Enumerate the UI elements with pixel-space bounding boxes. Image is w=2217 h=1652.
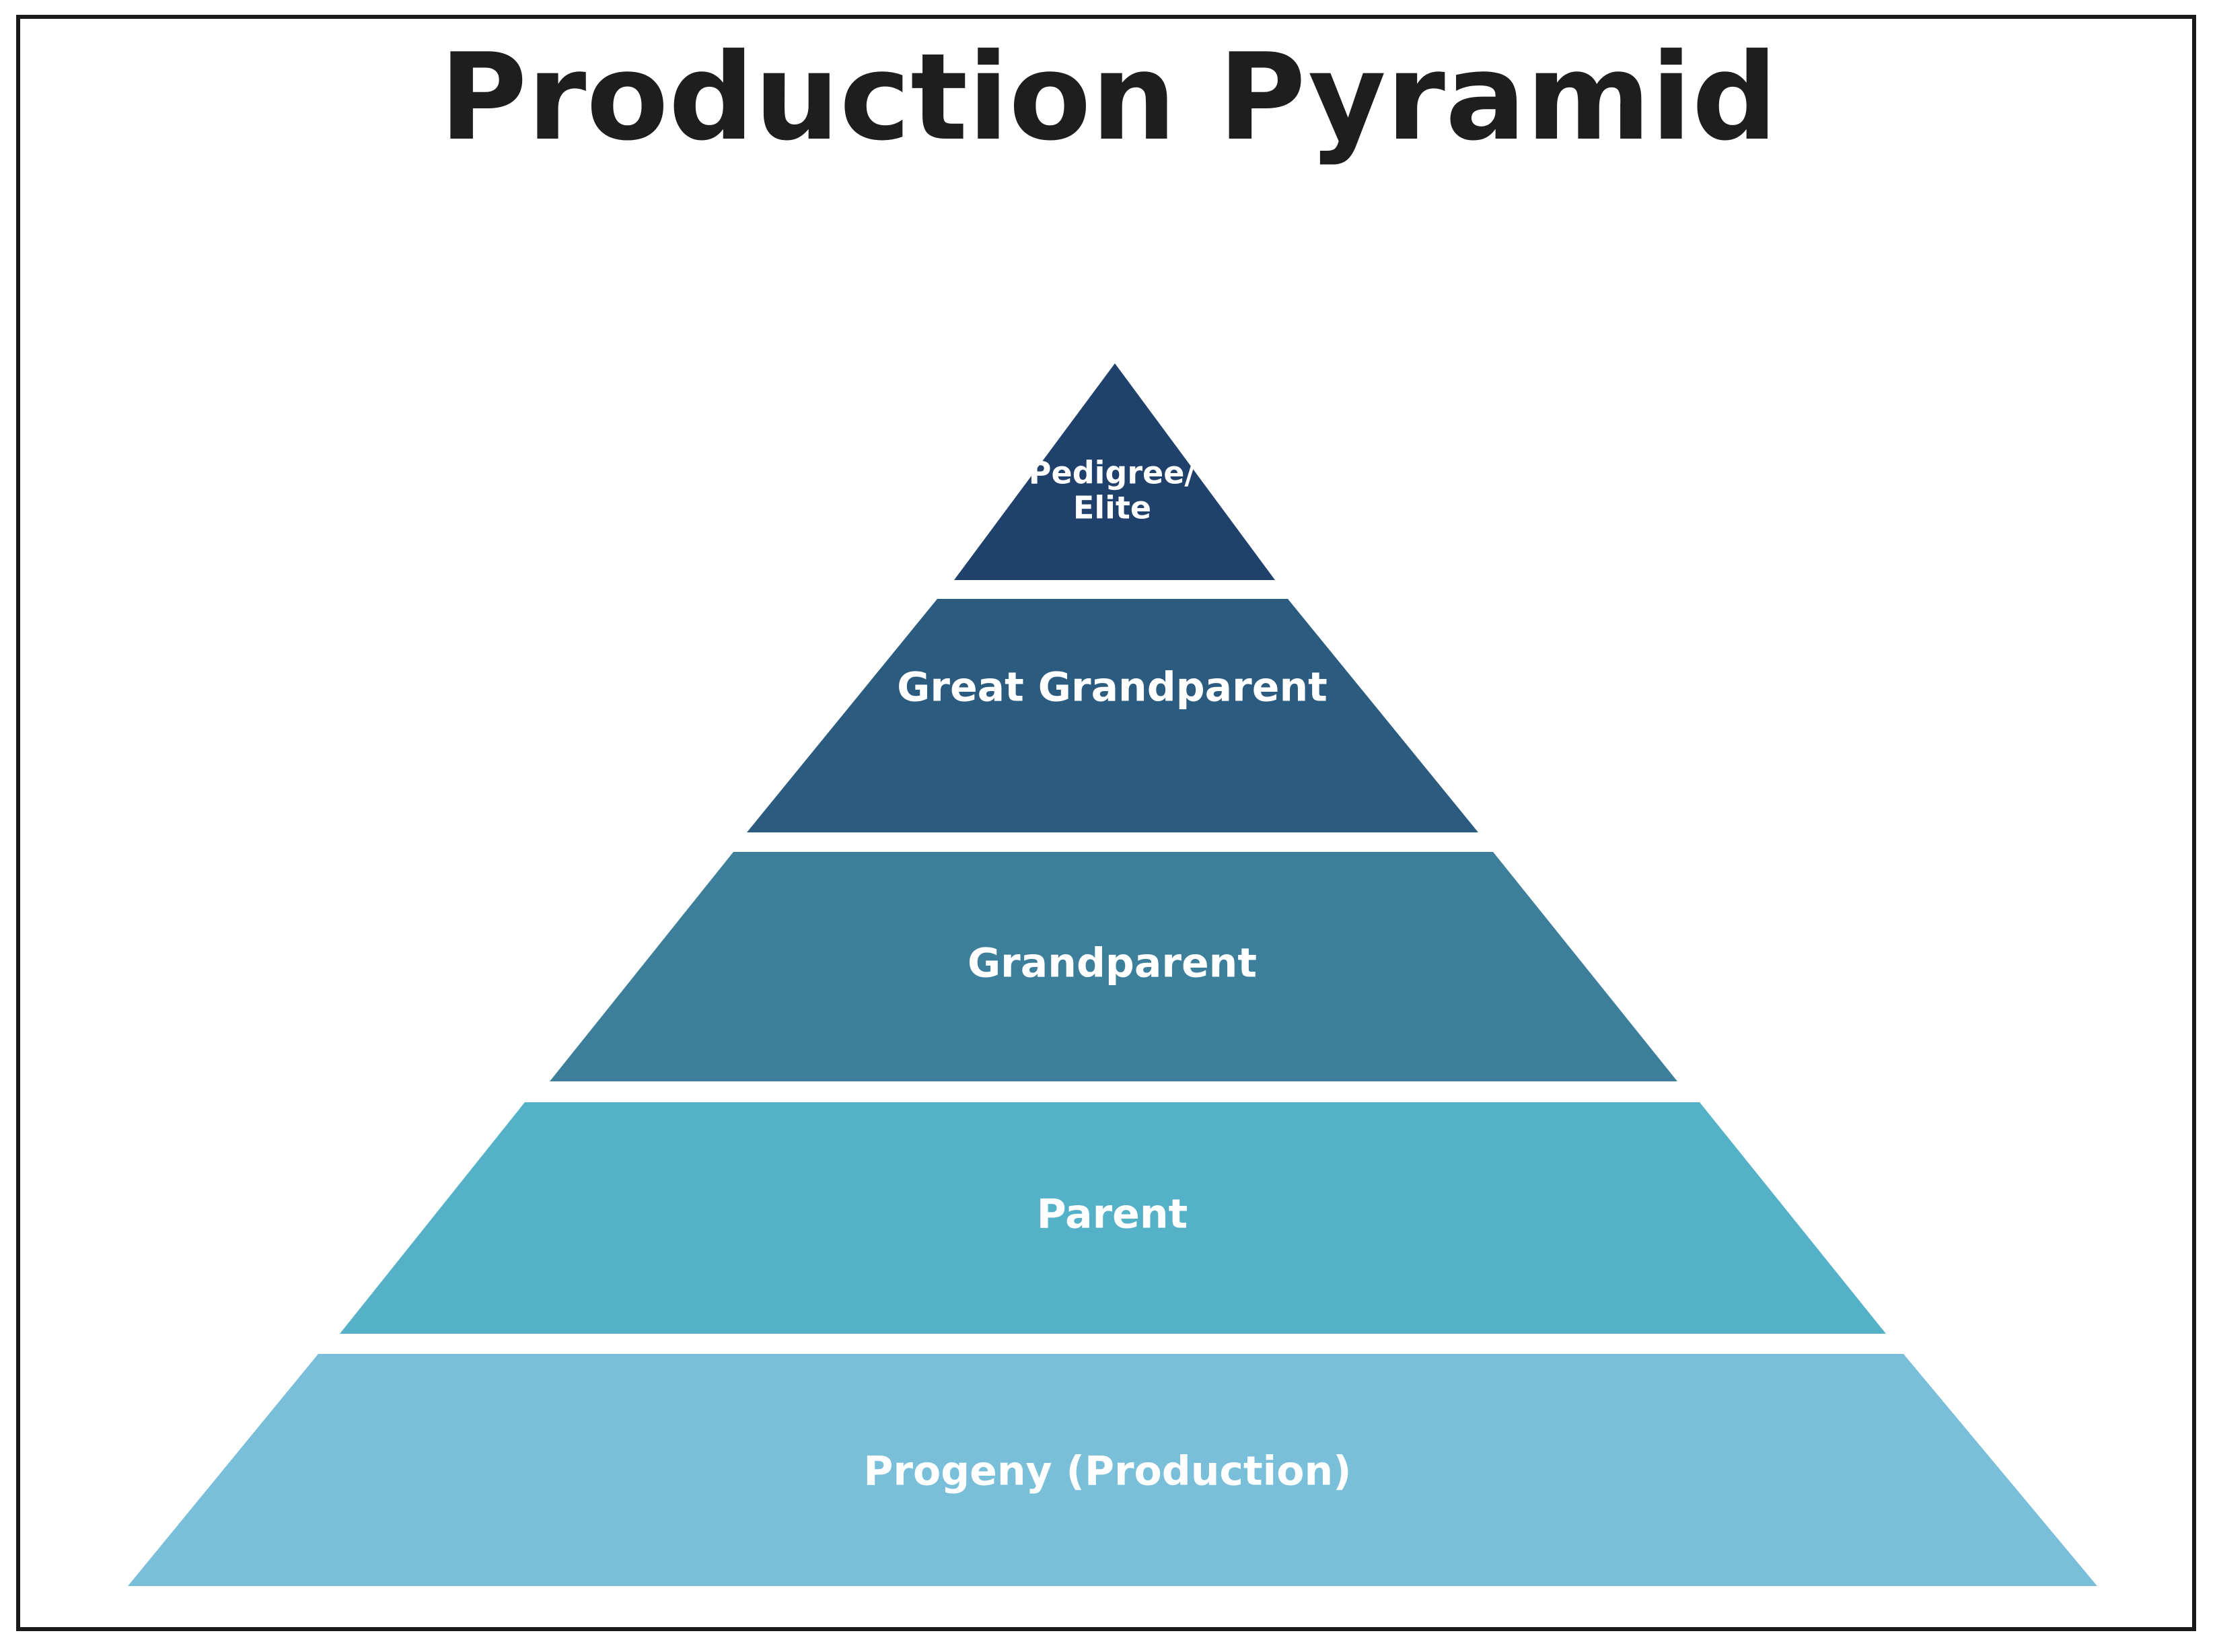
tier-great-grandparent: Great Grandparent (747, 599, 1478, 832)
tier-progeny-production: Progeny (Production) (128, 1354, 2097, 1586)
tier-label-line: Elite (1073, 490, 1151, 526)
tier-label: Progeny (Production) (863, 1448, 1351, 1495)
tier-label: Grandparent (968, 940, 1257, 987)
diagram-title: Production Pyramid (439, 28, 1778, 167)
tier-shape (954, 363, 1275, 580)
tier-shape (550, 852, 1677, 1081)
tier-label: Great Grandparent (897, 664, 1328, 711)
tier-label: Parent (1037, 1191, 1188, 1238)
tier-grandparent: Grandparent (550, 852, 1677, 1081)
tier-pedigree-elite: Pedigree/ Elite (954, 363, 1275, 580)
tier-shape (340, 1102, 1886, 1334)
tier-shape (747, 599, 1478, 832)
tier-shape (128, 1354, 2097, 1586)
tier-label-line: Pedigree/ (1029, 455, 1196, 491)
tier-parent: Parent (340, 1102, 1886, 1334)
